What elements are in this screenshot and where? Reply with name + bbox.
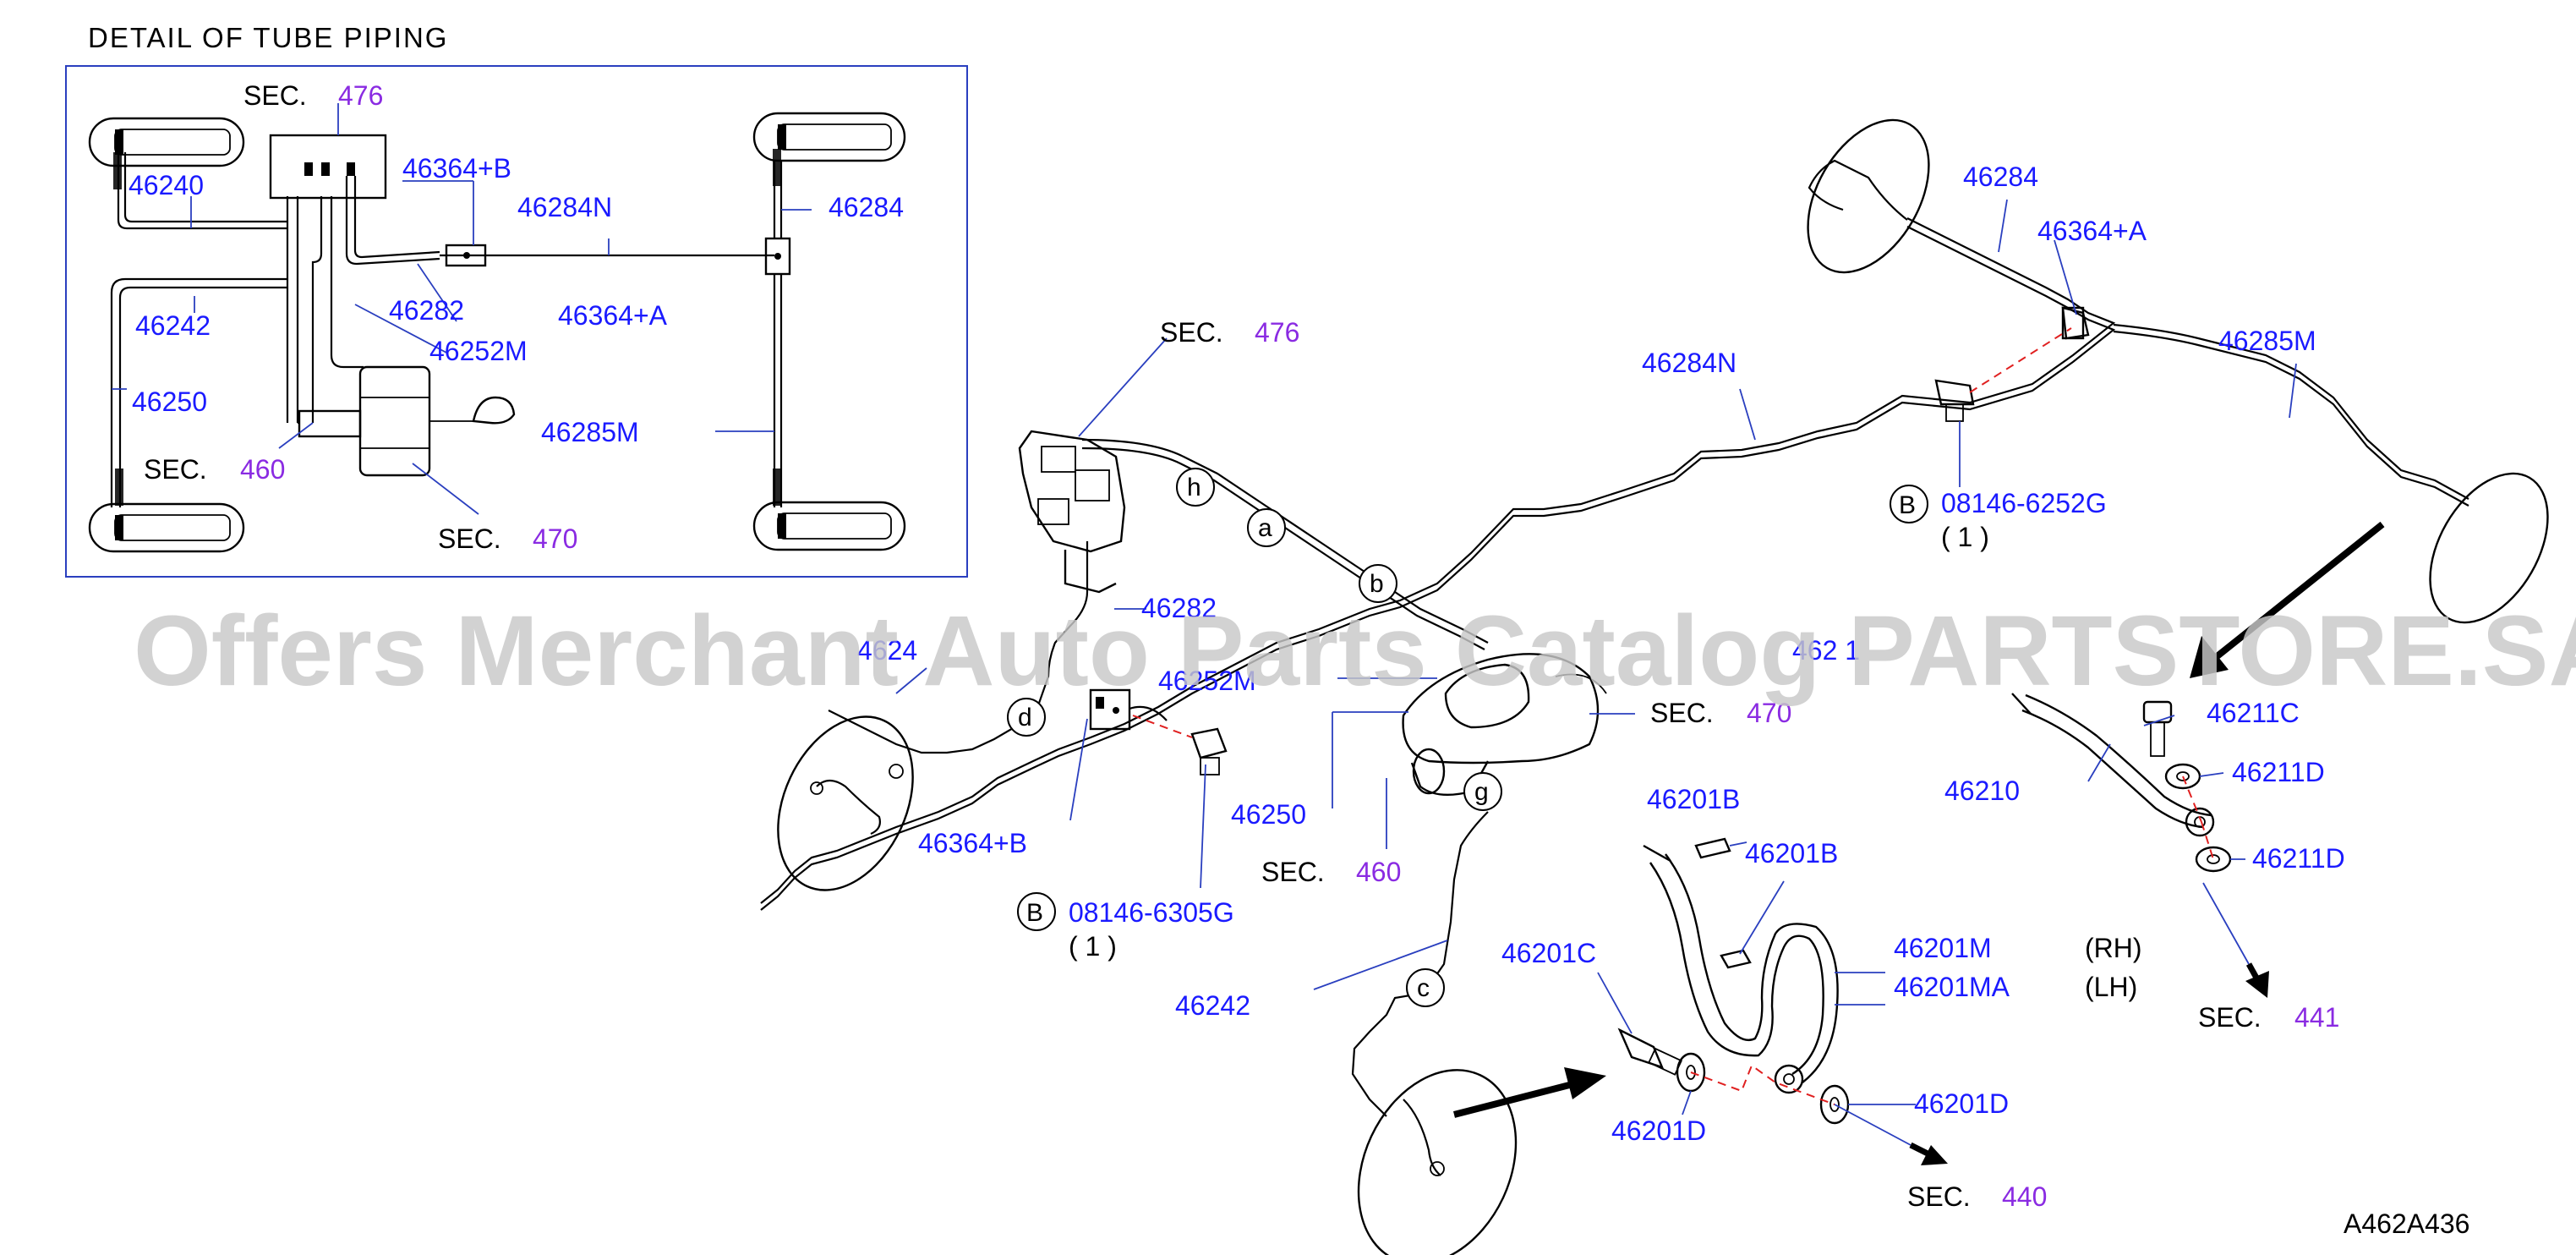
main-sec-470-number[interactable]: 470 — [1747, 698, 1791, 728]
detail-sec-470-number[interactable]: 470 — [533, 523, 577, 554]
main-abs-actuator — [1018, 430, 1126, 594]
main-part-46284[interactable]: 46284 — [1963, 162, 2038, 192]
detail-part-46242[interactable]: 46242 — [135, 310, 211, 341]
bolt-a-callout-circle — [1890, 485, 1928, 523]
detail-wheel-front-right — [752, 112, 906, 162]
main-part-46242[interactable]: 46242 — [1175, 990, 1250, 1021]
detail-sec-476-number[interactable]: 476 — [338, 80, 383, 111]
detail-frame — [65, 65, 968, 578]
main-part-46211c[interactable]: 46211C — [2207, 698, 2300, 728]
main-part-46201ma[interactable]: 46201MA — [1894, 972, 2010, 1002]
lh-qualifier: (LH) — [2085, 972, 2137, 1002]
main-junction-block-46364a — [2061, 306, 2090, 340]
main-clip-46201b — [1694, 837, 1752, 969]
watermark-text: Offers Merchant Auto Parts Catalog PARTS… — [134, 595, 2576, 707]
main-sec-470-label: SEC. — [1650, 698, 1714, 728]
detail-sec-460-label: SEC. — [144, 454, 207, 485]
main-sec-476-label: SEC. — [1160, 317, 1223, 348]
bolt-a-callout-symbol: B — [1899, 491, 1916, 519]
main-part-46201b-b[interactable]: 46201B — [1745, 838, 1838, 869]
main-part-46201b-a[interactable]: 46201B — [1647, 784, 1740, 814]
main-part-46201c[interactable]: 46201C — [1501, 938, 1596, 968]
main-washer-46211d-b — [2195, 846, 2232, 873]
main-part-46201m[interactable]: 46201M — [1894, 933, 1992, 963]
main-brake-hose-46201 — [1643, 844, 1839, 1094]
main-part-46201d-a[interactable]: 46201D — [1611, 1115, 1706, 1146]
main-part-46252m[interactable]: 46252M — [1158, 666, 1256, 696]
detail-labels: SEC. 476 46240 46364+B 46284N 46284 4628… — [129, 80, 904, 554]
main-front-left-disc — [777, 715, 914, 891]
bolt-a-quantity: ( 1 ) — [1941, 522, 1989, 552]
main-sec-440-label: SEC. — [1907, 1181, 1971, 1212]
main-part-46364a[interactable]: 46364+A — [2037, 216, 2147, 246]
main-sec-441-number[interactable]: 441 — [2294, 1002, 2339, 1033]
detail-part-46250[interactable]: 46250 — [132, 386, 207, 417]
detail-part-46284[interactable]: 46284 — [829, 192, 904, 222]
detail-part-46284n[interactable]: 46284N — [517, 192, 612, 222]
main-brake-hose-46210 — [2011, 693, 2215, 837]
joint-g[interactable]: g — [1474, 778, 1489, 806]
joint-h[interactable]: h — [1187, 474, 1201, 501]
detail-part-46240[interactable]: 46240 — [129, 170, 204, 200]
main-front-right-disc — [1357, 1069, 1518, 1255]
detail-sec-476-label: SEC. — [243, 80, 307, 111]
main-tubes — [760, 159, 2469, 1117]
main-rear-right-disc — [1807, 118, 2549, 624]
bolt-b-callout-symbol: B — [1026, 899, 1043, 927]
detail-part-46364a[interactable]: 46364+A — [558, 300, 668, 331]
main-bolt-46201c — [1617, 1028, 1683, 1076]
joint-a[interactable]: a — [1258, 514, 1272, 542]
detail-brake-booster — [298, 365, 516, 477]
diagram-code: A462A436 — [2344, 1208, 2469, 1239]
bolt-b-part-number[interactable]: 08146-6305G — [1069, 897, 1234, 928]
main-part-46201d-b[interactable]: 46201D — [1914, 1088, 2009, 1119]
detail-sec-470-label: SEC. — [438, 523, 501, 554]
detail-leaders — [112, 103, 812, 515]
joint-c[interactable]: c — [1417, 974, 1430, 1002]
main-part-46210-partial[interactable]: 462 1 — [1792, 635, 1860, 666]
detail-tubes — [110, 149, 791, 507]
detail-part-46282[interactable]: 46282 — [389, 295, 464, 326]
main-labels: SEC. 476 46284 46364+A 46285M 46284N 081… — [857, 162, 2469, 1239]
main-sec-460-number[interactable]: 460 — [1356, 857, 1401, 887]
detail-part-46252m[interactable]: 46252M — [429, 336, 528, 366]
detail-title: DETAIL OF TUBE PIPING — [88, 22, 448, 53]
direction-arrows — [1453, 521, 2385, 1165]
bolt-b-quantity: ( 1 ) — [1069, 931, 1117, 962]
main-part-46284n[interactable]: 46284N — [1642, 348, 1736, 378]
joint-markers: h a b d g c — [1007, 468, 1502, 1007]
bolt-a-part-number[interactable]: 08146-6252G — [1941, 488, 2107, 518]
main-junction-block-46364b — [1089, 688, 1168, 731]
detail-wheel-front-left — [88, 117, 245, 167]
detail-part-46285m[interactable]: 46285M — [541, 417, 639, 447]
main-sec-476-number[interactable]: 476 — [1255, 317, 1299, 348]
main-part-46210[interactable]: 46210 — [1944, 775, 2020, 806]
main-bolt-46211c — [2142, 700, 2173, 757]
main-part-46211d-b[interactable]: 46211D — [2252, 843, 2345, 874]
main-part-46211d-a[interactable]: 46211D — [2232, 757, 2325, 787]
main-leaders — [895, 199, 2297, 1115]
main-sec-460-label: SEC. — [1261, 857, 1325, 887]
detail-part-46364b[interactable]: 46364+B — [402, 153, 511, 184]
detail-sec-460-number[interactable]: 460 — [240, 454, 285, 485]
bolt-b-callout-circle — [1017, 892, 1056, 931]
main-sec-441-label: SEC. — [2198, 1002, 2262, 1033]
alignment-dashes — [1132, 327, 2214, 1105]
joint-b[interactable]: b — [1370, 570, 1384, 598]
detail-abs-actuator — [269, 134, 387, 200]
detail-wheel-rear-left — [88, 502, 245, 553]
main-part-46285m[interactable]: 46285M — [2218, 326, 2316, 356]
main-part-46282[interactable]: 46282 — [1141, 593, 1217, 623]
main-bolt-08146-6305g — [1190, 727, 1228, 775]
main-part-46240-partial[interactable]: 4624 — [857, 635, 917, 666]
main-bolt-08146-6252g — [1934, 379, 1975, 422]
main-part-46250[interactable]: 46250 — [1231, 799, 1306, 830]
joint-d[interactable]: d — [1018, 704, 1032, 732]
detail-wheel-rear-right — [752, 501, 906, 551]
main-sec-440-number[interactable]: 440 — [2002, 1181, 2047, 1212]
rh-qualifier: (RH) — [2085, 933, 2142, 963]
main-part-46364b[interactable]: 46364+B — [918, 828, 1027, 858]
